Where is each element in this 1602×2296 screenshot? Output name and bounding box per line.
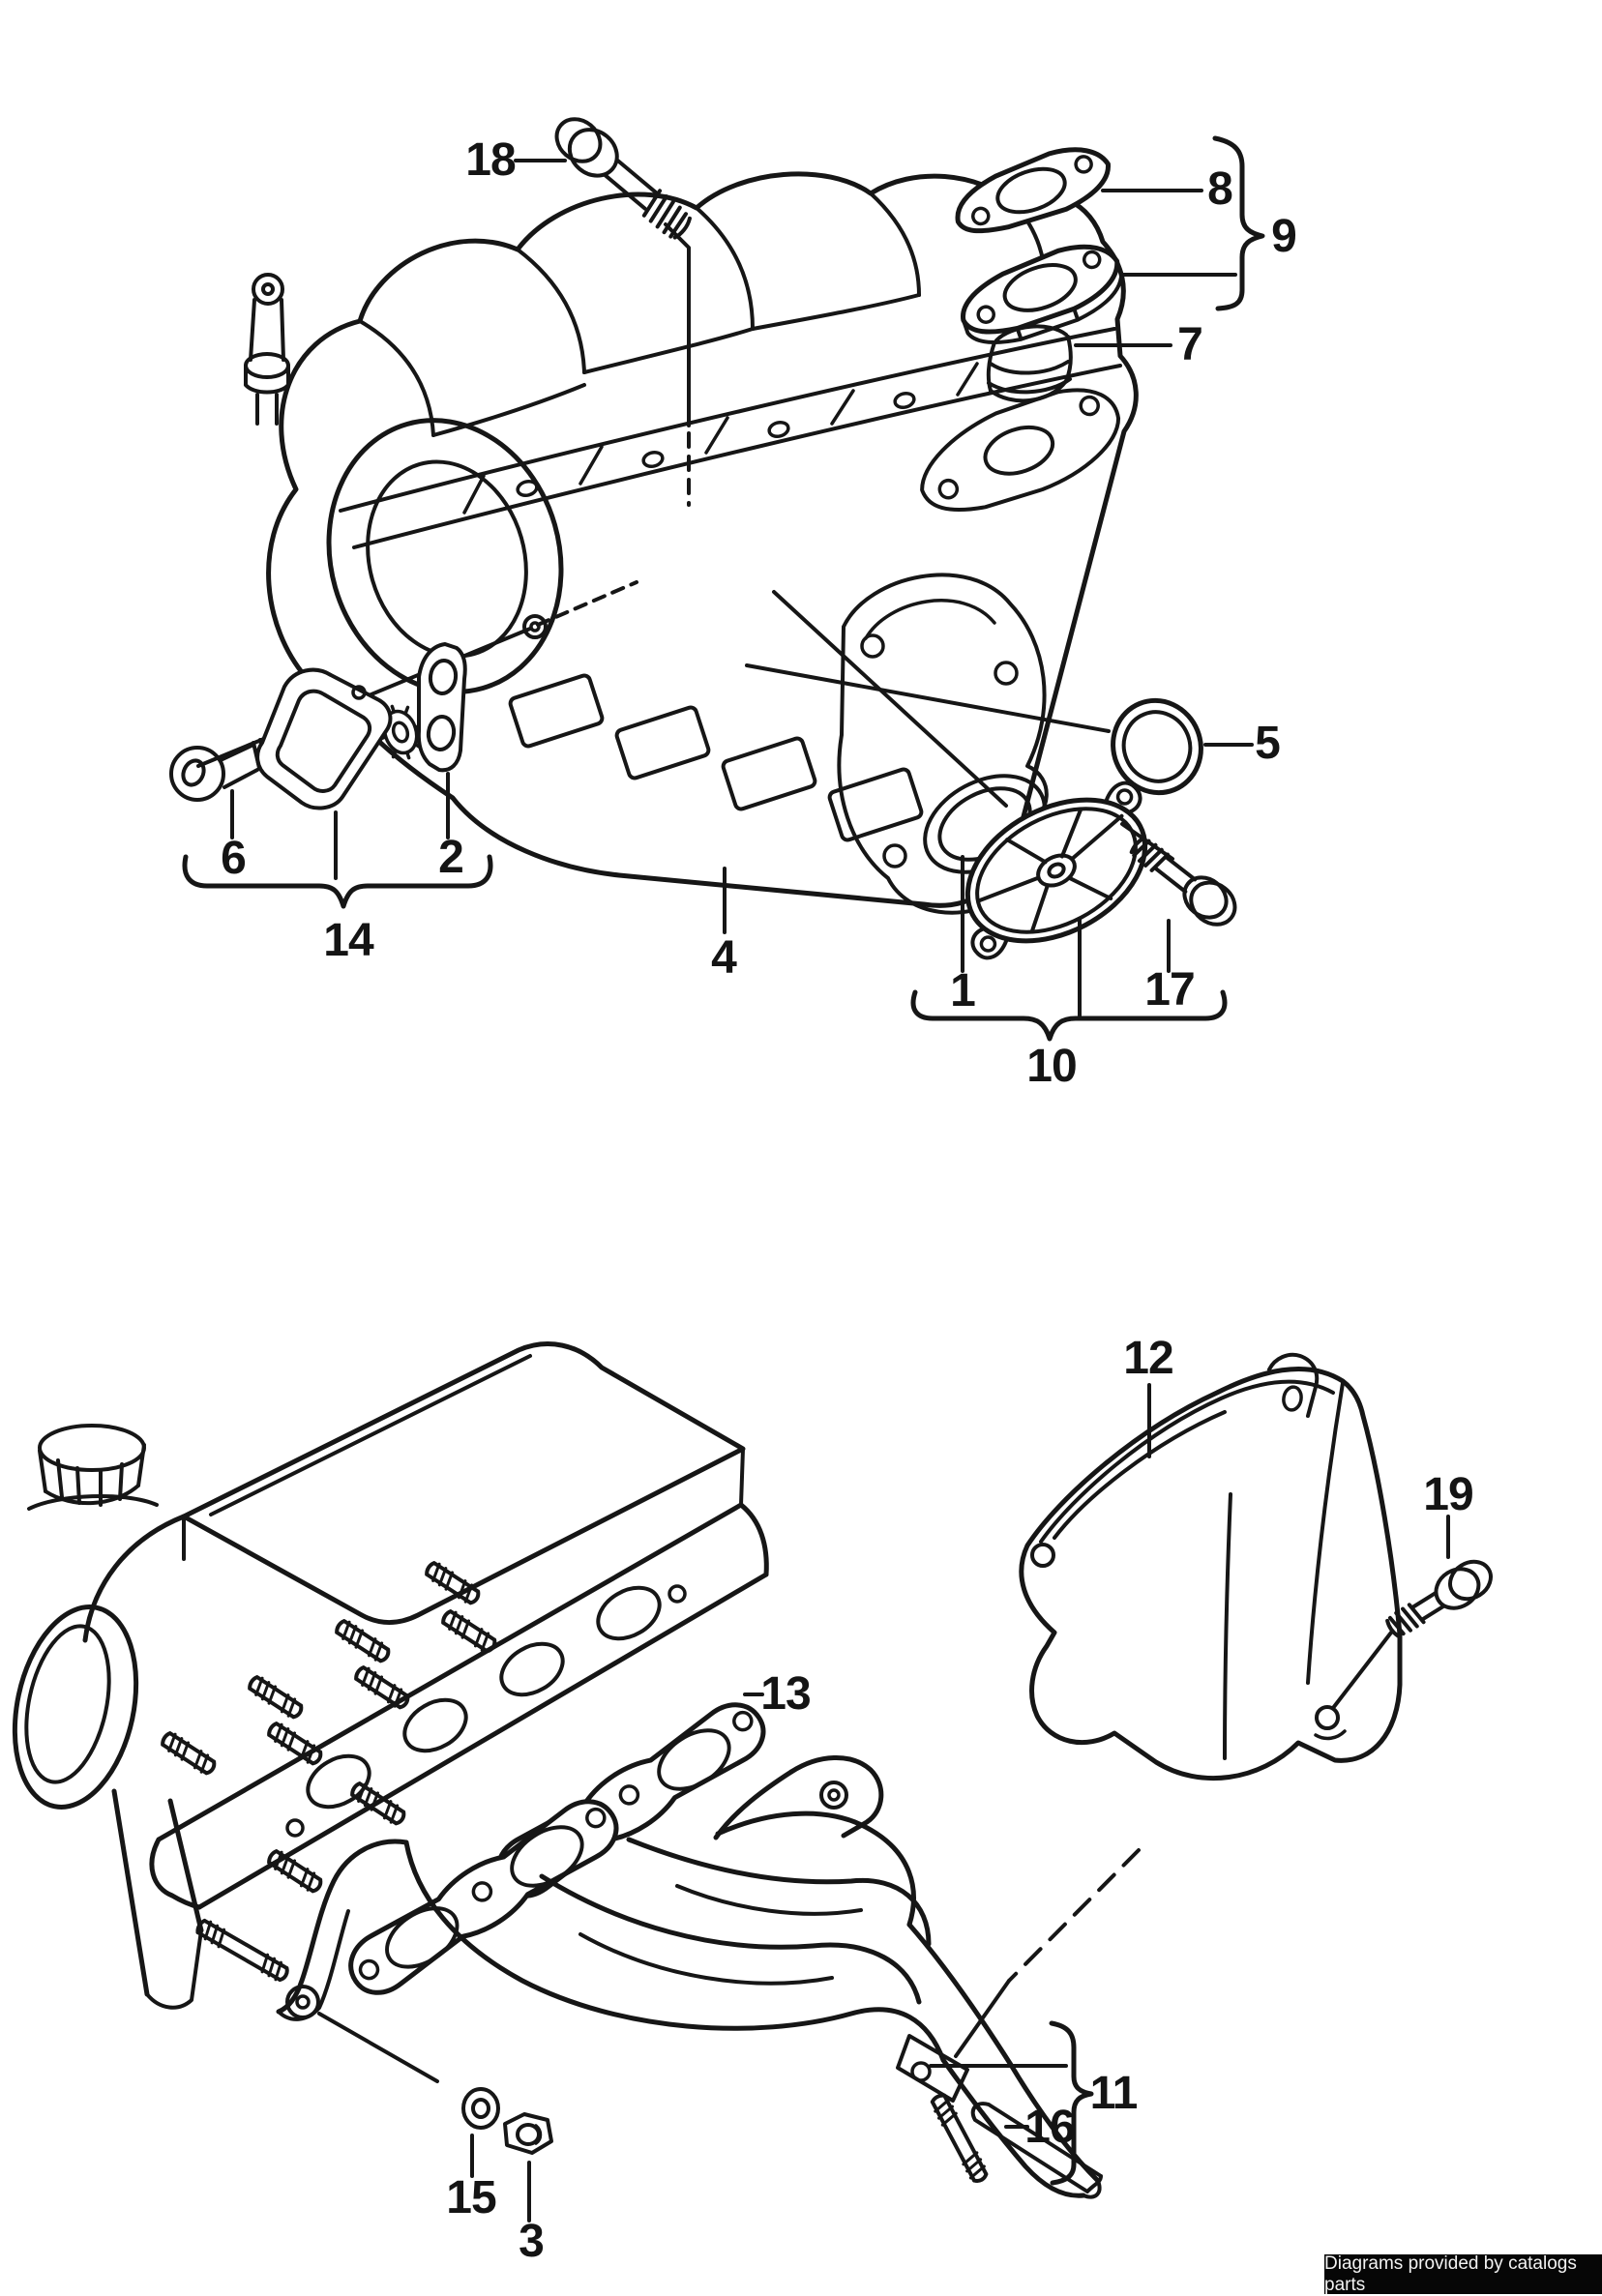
brace-10: [910, 989, 1228, 1042]
manifold-support-stud: [244, 273, 290, 426]
callout-12: 12: [1123, 1333, 1173, 1384]
stud-16-icon: [930, 2093, 989, 2183]
callout-2: 2: [438, 832, 464, 883]
callout-8: 8: [1207, 163, 1233, 215]
bolt-19-icon: [1385, 1559, 1493, 1638]
callout-15: 15: [446, 2172, 496, 2223]
callout-19: 19: [1423, 1469, 1473, 1520]
axis-18: [664, 222, 691, 427]
brace-14: [182, 854, 493, 909]
brace-9: [1212, 135, 1265, 311]
callout-1: 1: [950, 965, 976, 1016]
leader-cover-bolt: [1120, 822, 1174, 861]
callout-9: 9: [1271, 211, 1297, 262]
duct-7: [986, 324, 1073, 403]
heat-shield-12: [1019, 1352, 1403, 1781]
bolt-17-icon: [1129, 836, 1237, 927]
oil-cap-icon: [27, 1424, 159, 1511]
head-studs: [160, 1560, 497, 1983]
cover-plate-1: [964, 780, 1148, 960]
callout-17: 17: [1144, 964, 1195, 1016]
callout-3: 3: [519, 2216, 545, 2267]
exhaust-manifold-drawing: [276, 1755, 1103, 2199]
washer-15-icon: [461, 2087, 500, 2130]
bolt-6-icon: [169, 735, 275, 802]
exhaust-diagram: [12, 1341, 1493, 2222]
exhaust-gasket-13-front: [339, 1789, 627, 2005]
callout-10: 10: [1026, 1041, 1077, 1092]
port-flange: [920, 388, 1121, 512]
brace-11: [1049, 2020, 1094, 2186]
shield-axis-solid: [954, 1979, 1011, 2058]
callout-16: 16: [1024, 2102, 1075, 2153]
callout-14: 14: [323, 915, 373, 966]
axis-to-cover: [772, 590, 1008, 808]
footer-credit-bar: Diagrams provided by catalogs parts: [1324, 2252, 1602, 2295]
long-stud: [195, 1918, 289, 1983]
intake-diagram: [169, 117, 1265, 1042]
footer-credit-text: Diagrams provided by catalogs parts: [1324, 2252, 1577, 2295]
cover-plate-2: [255, 667, 393, 810]
axis-to-seal: [745, 663, 1111, 733]
flange-plate: [961, 244, 1124, 345]
callout-13: 13: [760, 1668, 811, 1720]
gasket-8: [955, 147, 1111, 234]
callout-18: 18: [465, 134, 516, 186]
bolt-18-icon: [554, 117, 692, 240]
nut-3-icon: [503, 2112, 553, 2155]
seal-ring-5: [1111, 697, 1203, 796]
engine-block-drawing: [12, 1341, 769, 2010]
axis-19: [1331, 1631, 1393, 1710]
callout-7: 7: [1177, 319, 1203, 370]
callout-4: 4: [711, 932, 737, 984]
callout-5: 5: [1255, 718, 1281, 769]
leader-arm: [317, 2012, 439, 2083]
axis-left-dashed: [536, 580, 638, 627]
left-assembly: [169, 580, 638, 909]
intake-manifold-drawing: [244, 171, 1139, 915]
callout-11: 11: [1089, 2068, 1139, 2119]
callout-6: 6: [221, 833, 247, 884]
gasket-2: [416, 642, 467, 773]
shield-axis-dashed: [1007, 1848, 1141, 1983]
